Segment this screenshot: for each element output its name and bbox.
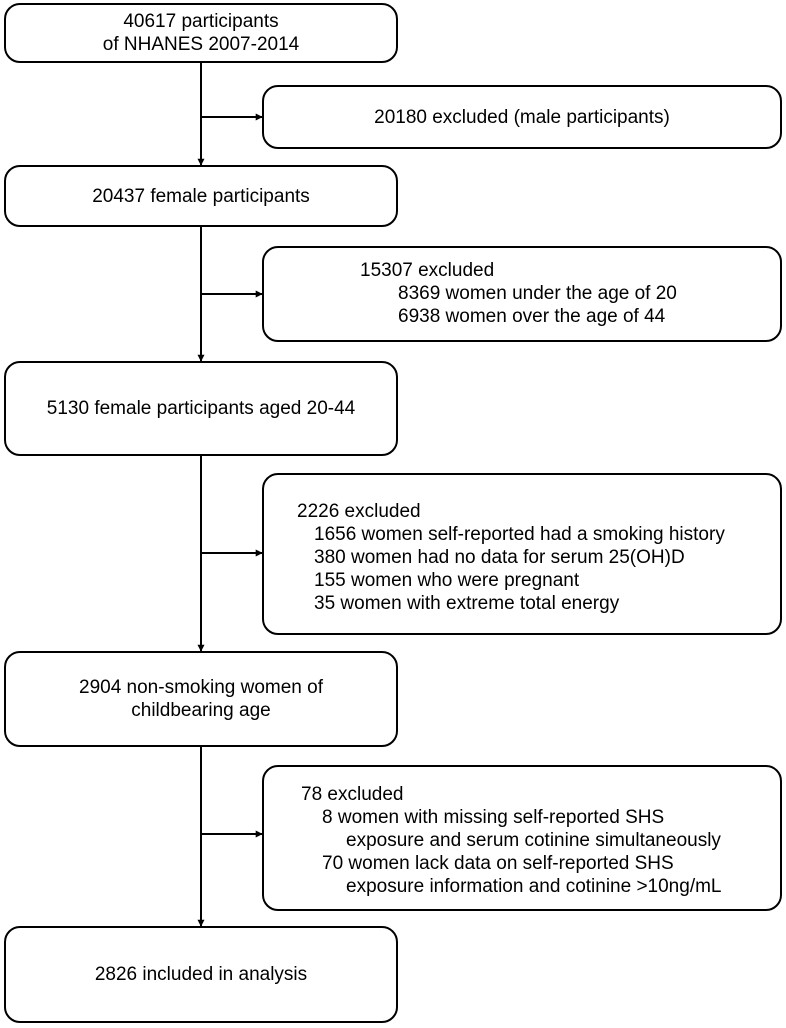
exclusion-box-2-item-2: 6938 women over the age of 44 <box>398 306 666 327</box>
main-box-2-line-1: 20437 female participants <box>92 185 310 207</box>
exclusion-box-4-item-4: exposure information and cotinine >10ng/… <box>346 876 722 897</box>
main-box-4-line-1: 2904 non-smoking women of <box>79 677 323 698</box>
exclusion-box-3-item-2: 380 women had no data for serum 25(OH)D <box>314 547 685 568</box>
exclusion-box-4: 78 excluded 8 women with missing self-re… <box>262 765 782 911</box>
main-box-5-line-1: 2826 included in analysis <box>94 964 308 985</box>
main-box-4-line-2: childbearing age <box>131 700 271 721</box>
exclusion-box-4-item-1: 8 women with missing self-reported SHS <box>322 807 665 828</box>
exclusion-box-4-item-3: 70 women lack data on self-reported SHS <box>322 853 674 874</box>
main-box-1-line-1: 40617 participants <box>123 11 279 32</box>
main-box-2: 20437 female participants <box>4 165 398 227</box>
exclusion-box-1-line-1: 20180 excluded (male participants) <box>374 106 670 128</box>
main-box-1: 40617 participants of NHANES 2007-2014 <box>4 3 398 63</box>
exclusion-box-3-item-3: 155 women who were pregnant <box>314 570 580 591</box>
exclusion-box-3-item-1: 1656 women self-reported had a smoking h… <box>314 524 725 545</box>
exclusion-box-4-item-2: exposure and serum cotinine simultaneous… <box>346 830 721 851</box>
exclusion-box-4-header: 78 excluded <box>301 784 404 805</box>
exclusion-box-3-item-4: 35 women with extreme total energy <box>314 593 620 614</box>
main-box-3: 5130 female participants aged 20-44 <box>4 361 398 456</box>
exclusion-box-3-header: 2226 excluded <box>297 501 421 522</box>
exclusion-box-2: 15307 excluded 8369 women under the age … <box>262 246 782 342</box>
exclusion-box-2-header: 15307 excluded <box>360 260 495 281</box>
exclusion-box-2-item-1: 8369 women under the age of 20 <box>398 283 677 304</box>
exclusion-box-3: 2226 excluded 1656 women self-reported h… <box>262 473 782 635</box>
exclusion-box-1: 20180 excluded (male participants) <box>262 85 782 149</box>
main-box-4: 2904 non-smoking women of childbearing a… <box>4 651 398 747</box>
main-box-3-line-1: 5130 female participants aged 20-44 <box>46 398 356 419</box>
main-box-5: 2826 included in analysis <box>4 926 398 1023</box>
main-box-1-line-2: of NHANES 2007-2014 <box>102 34 300 55</box>
